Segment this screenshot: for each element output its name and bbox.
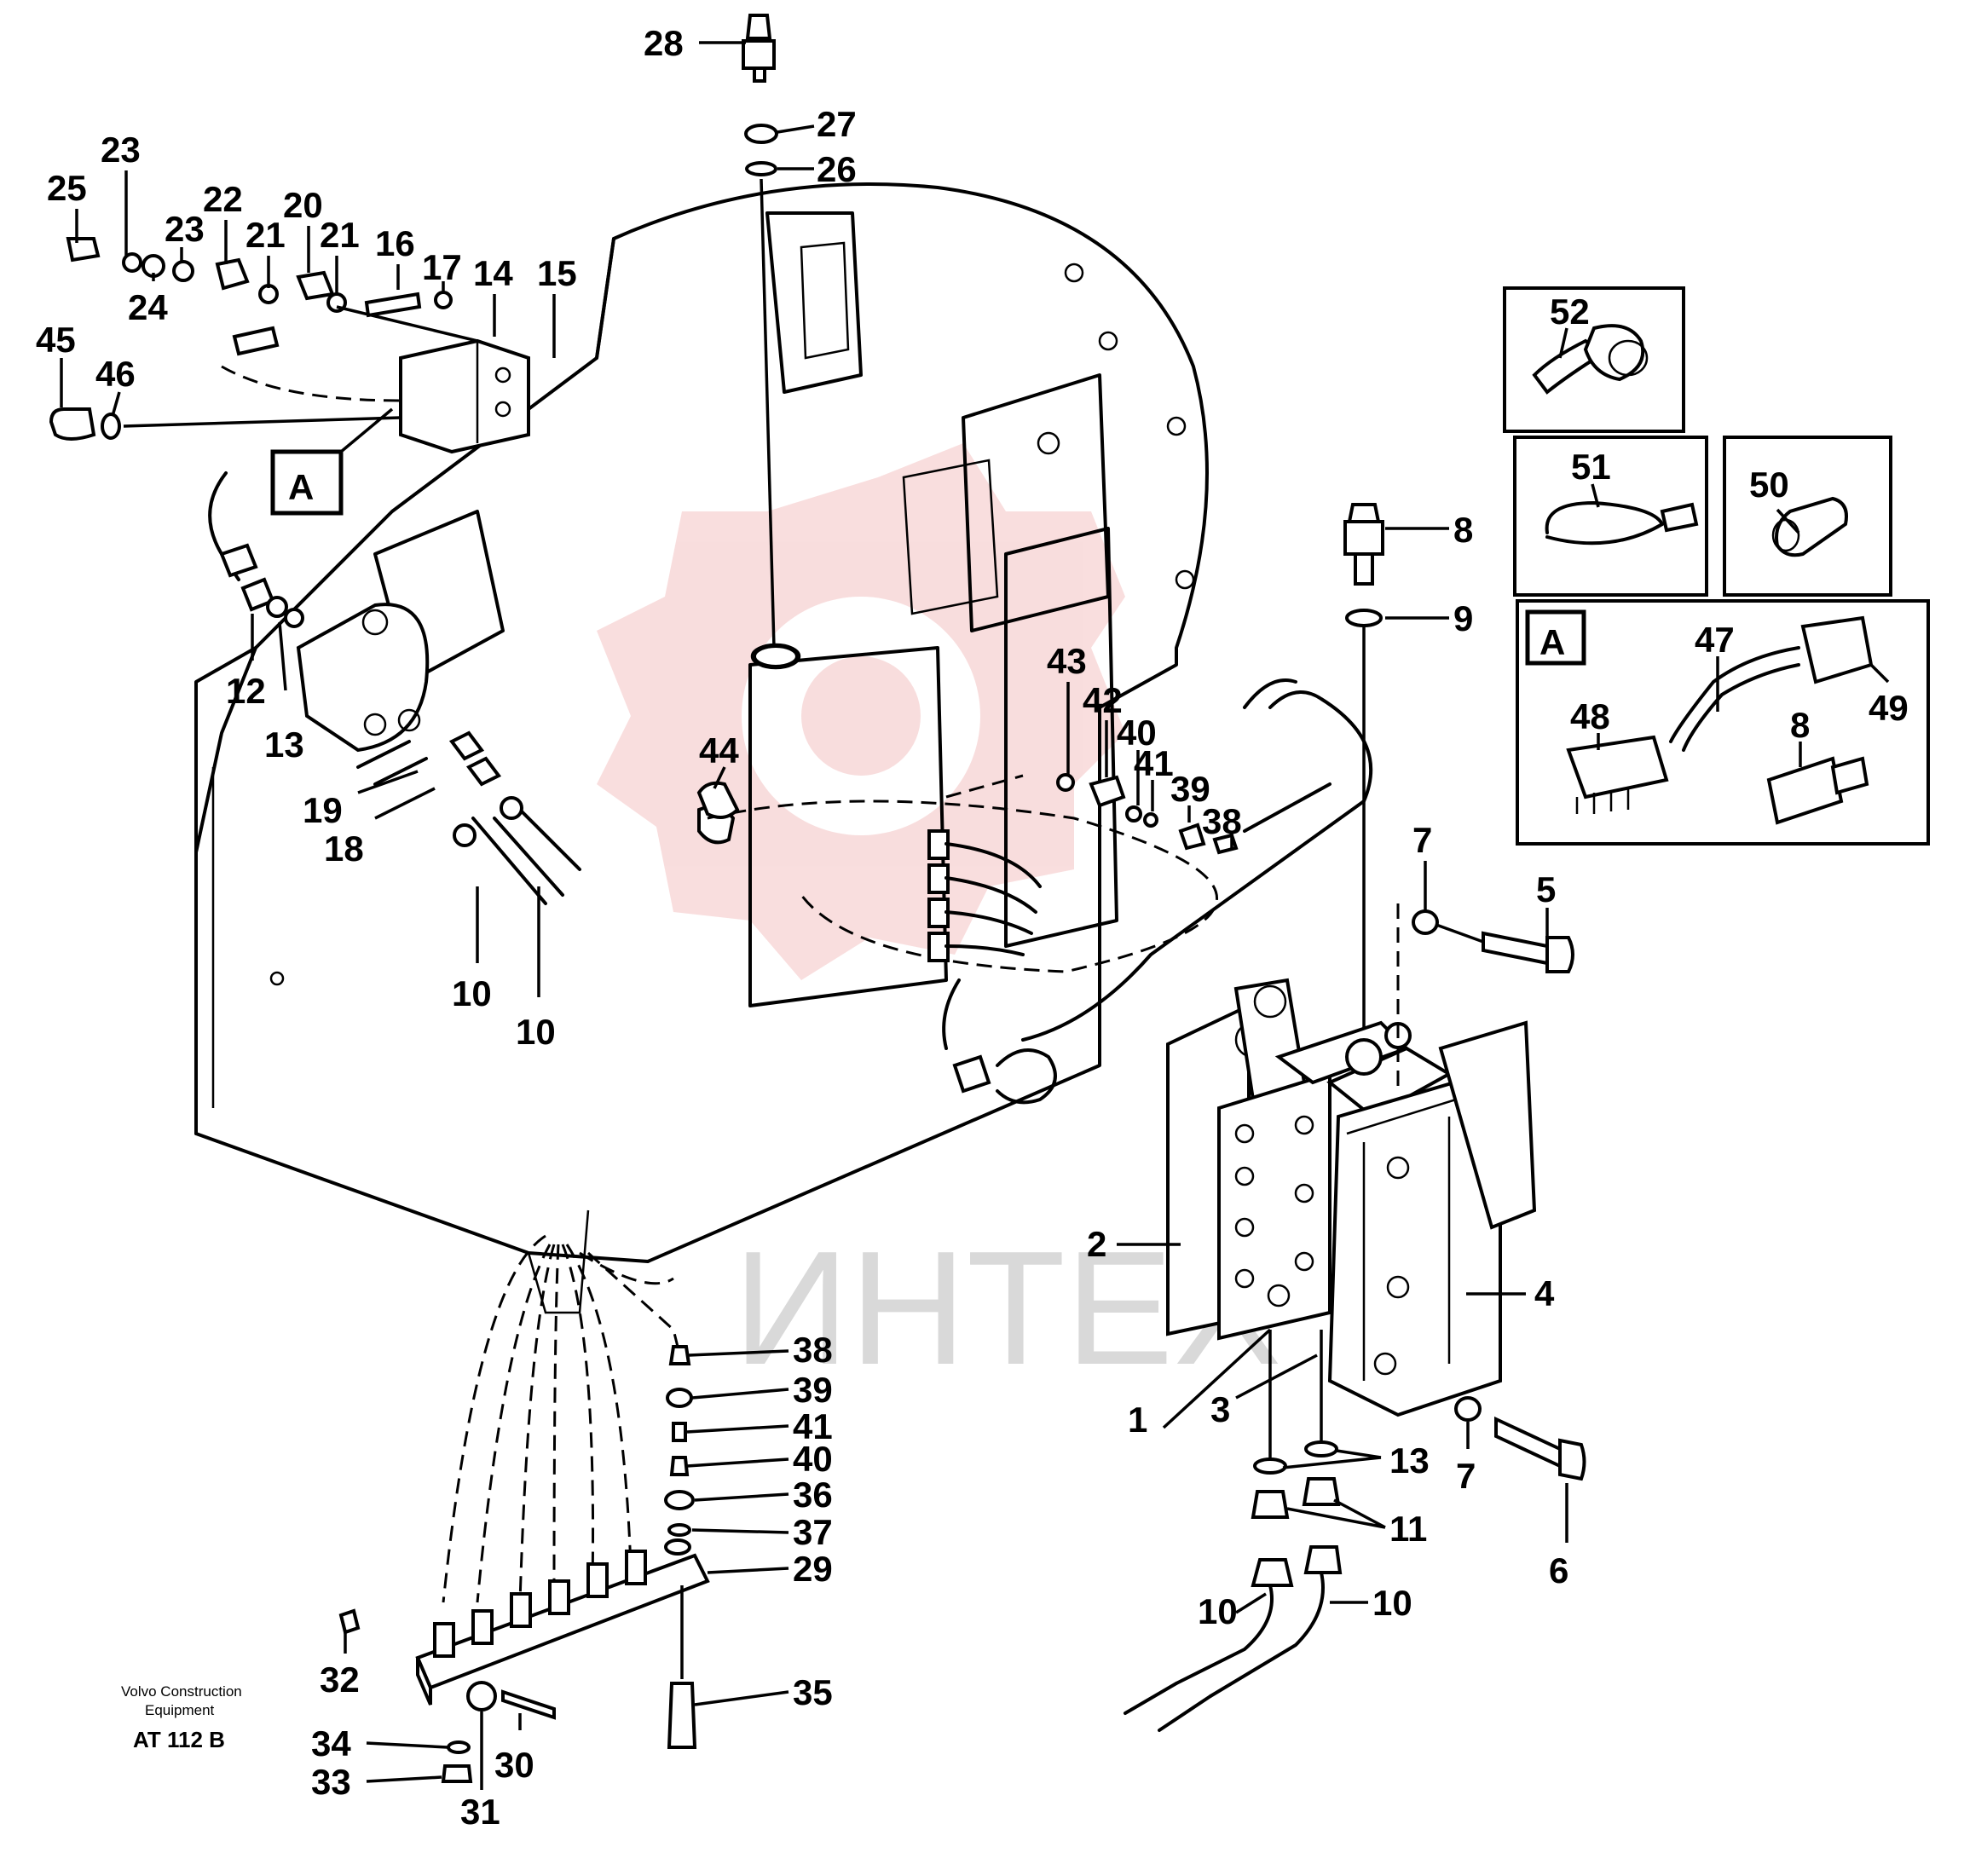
footer-note: Volvo Construction Equipment AT 112 B (121, 1683, 242, 1752)
callout-32: 32 (320, 1660, 360, 1700)
inset-51 (1513, 436, 1708, 597)
callout-31: 31 (460, 1792, 500, 1832)
callout-38: 38 (793, 1330, 833, 1370)
callout-4: 4 (1534, 1273, 1555, 1313)
callout-48: 48 (1570, 696, 1610, 736)
callout-10c: 10 (1198, 1591, 1238, 1631)
callout-29: 29 (793, 1549, 833, 1589)
callout-23: 23 (101, 130, 141, 170)
callout-21: 21 (246, 215, 286, 255)
callout-11: 11 (1389, 1509, 1427, 1549)
callout-21b: 21 (320, 215, 360, 255)
detail-marker-a: A (270, 407, 394, 516)
callout-26: 26 (817, 149, 857, 189)
callout-42: 42 (1083, 680, 1123, 720)
inset-marker-text: A (1539, 622, 1565, 662)
callout-44: 44 (699, 730, 739, 771)
callout-25: 25 (47, 168, 87, 208)
watermark-logo (597, 443, 1125, 980)
callout-12: 12 (226, 671, 266, 711)
bottom-sensor-stack (664, 1345, 695, 1537)
callout-1: 1 (1128, 1400, 1147, 1440)
callout-15: 15 (537, 253, 577, 293)
callout-34: 34 (311, 1723, 351, 1763)
callout-17: 17 (422, 247, 462, 287)
callout-41: 41 (793, 1406, 833, 1446)
top-sensor-stack (742, 14, 799, 668)
callout-41b: 41 (1134, 743, 1174, 783)
callout-22: 22 (203, 179, 243, 219)
inset-a-harness: A (1516, 599, 1930, 846)
inset-52 (1503, 286, 1685, 433)
callout-51: 51 (1571, 447, 1611, 487)
callout-8: 8 (1453, 510, 1473, 550)
callout-13b: 13 (1389, 1440, 1430, 1481)
clip-44 (696, 781, 740, 819)
inset-50 (1723, 436, 1892, 597)
callout-10b: 10 (516, 1012, 556, 1052)
callout-27: 27 (817, 104, 857, 144)
callout-30: 30 (494, 1745, 534, 1785)
callout-35: 35 (793, 1672, 833, 1712)
top-valve-block (49, 237, 530, 581)
callout-6: 6 (1549, 1550, 1568, 1590)
transmission-housing (194, 182, 1209, 1314)
callout-10d: 10 (1372, 1583, 1412, 1623)
distribution-block (338, 1234, 710, 1783)
footer-line1: Volvo Construction (121, 1683, 242, 1700)
bottom-right-fittings (1124, 1330, 1343, 1732)
callout-10: 10 (452, 973, 492, 1013)
callout-38b: 38 (1202, 801, 1242, 841)
bolts (1412, 909, 1586, 1481)
callout-50: 50 (1749, 465, 1789, 505)
callout-49: 49 (1869, 688, 1909, 728)
callout-36: 36 (793, 1475, 833, 1515)
callout-47: 47 (1695, 620, 1735, 660)
callout-43: 43 (1047, 641, 1087, 681)
callout-37: 37 (793, 1512, 833, 1552)
footer-code: AT 112 B (133, 1727, 225, 1752)
callout-14: 14 (473, 253, 513, 293)
callout-39: 39 (793, 1370, 833, 1410)
callout-8b: 8 (1790, 705, 1810, 745)
callout-33: 33 (311, 1762, 351, 1802)
callout-5: 5 (1536, 869, 1556, 909)
callout-2: 2 (1087, 1224, 1106, 1264)
callouts: 1 2 3 4 5 6 7 7 8 8 9 10 10 (36, 23, 1909, 1832)
callout-28: 28 (644, 23, 684, 63)
callout-16: 16 (375, 223, 415, 263)
callout-20: 20 (283, 185, 323, 225)
callout-45: 45 (36, 320, 76, 360)
callout-7: 7 (1412, 820, 1432, 860)
left-valve (240, 577, 581, 905)
detail-marker-text: A (288, 467, 314, 507)
callout-52: 52 (1550, 292, 1590, 332)
footer-line2: Equipment (145, 1702, 215, 1718)
callout-39b: 39 (1170, 769, 1210, 809)
callout-3: 3 (1210, 1389, 1230, 1429)
right-sensor-8 (1343, 503, 1384, 1031)
callout-23b: 23 (165, 209, 205, 249)
callout-13: 13 (264, 724, 304, 765)
callout-40b: 40 (1117, 713, 1157, 753)
callout-18: 18 (324, 828, 364, 869)
callout-9: 9 (1453, 598, 1473, 638)
callout-46: 46 (95, 354, 136, 394)
callout-7b: 7 (1456, 1456, 1476, 1496)
valve-block-assembly (1166, 903, 1537, 1417)
callout-24: 24 (128, 287, 168, 327)
callout-40: 40 (793, 1439, 833, 1479)
callout-19: 19 (303, 790, 343, 830)
middle-sensors (697, 678, 1373, 1105)
